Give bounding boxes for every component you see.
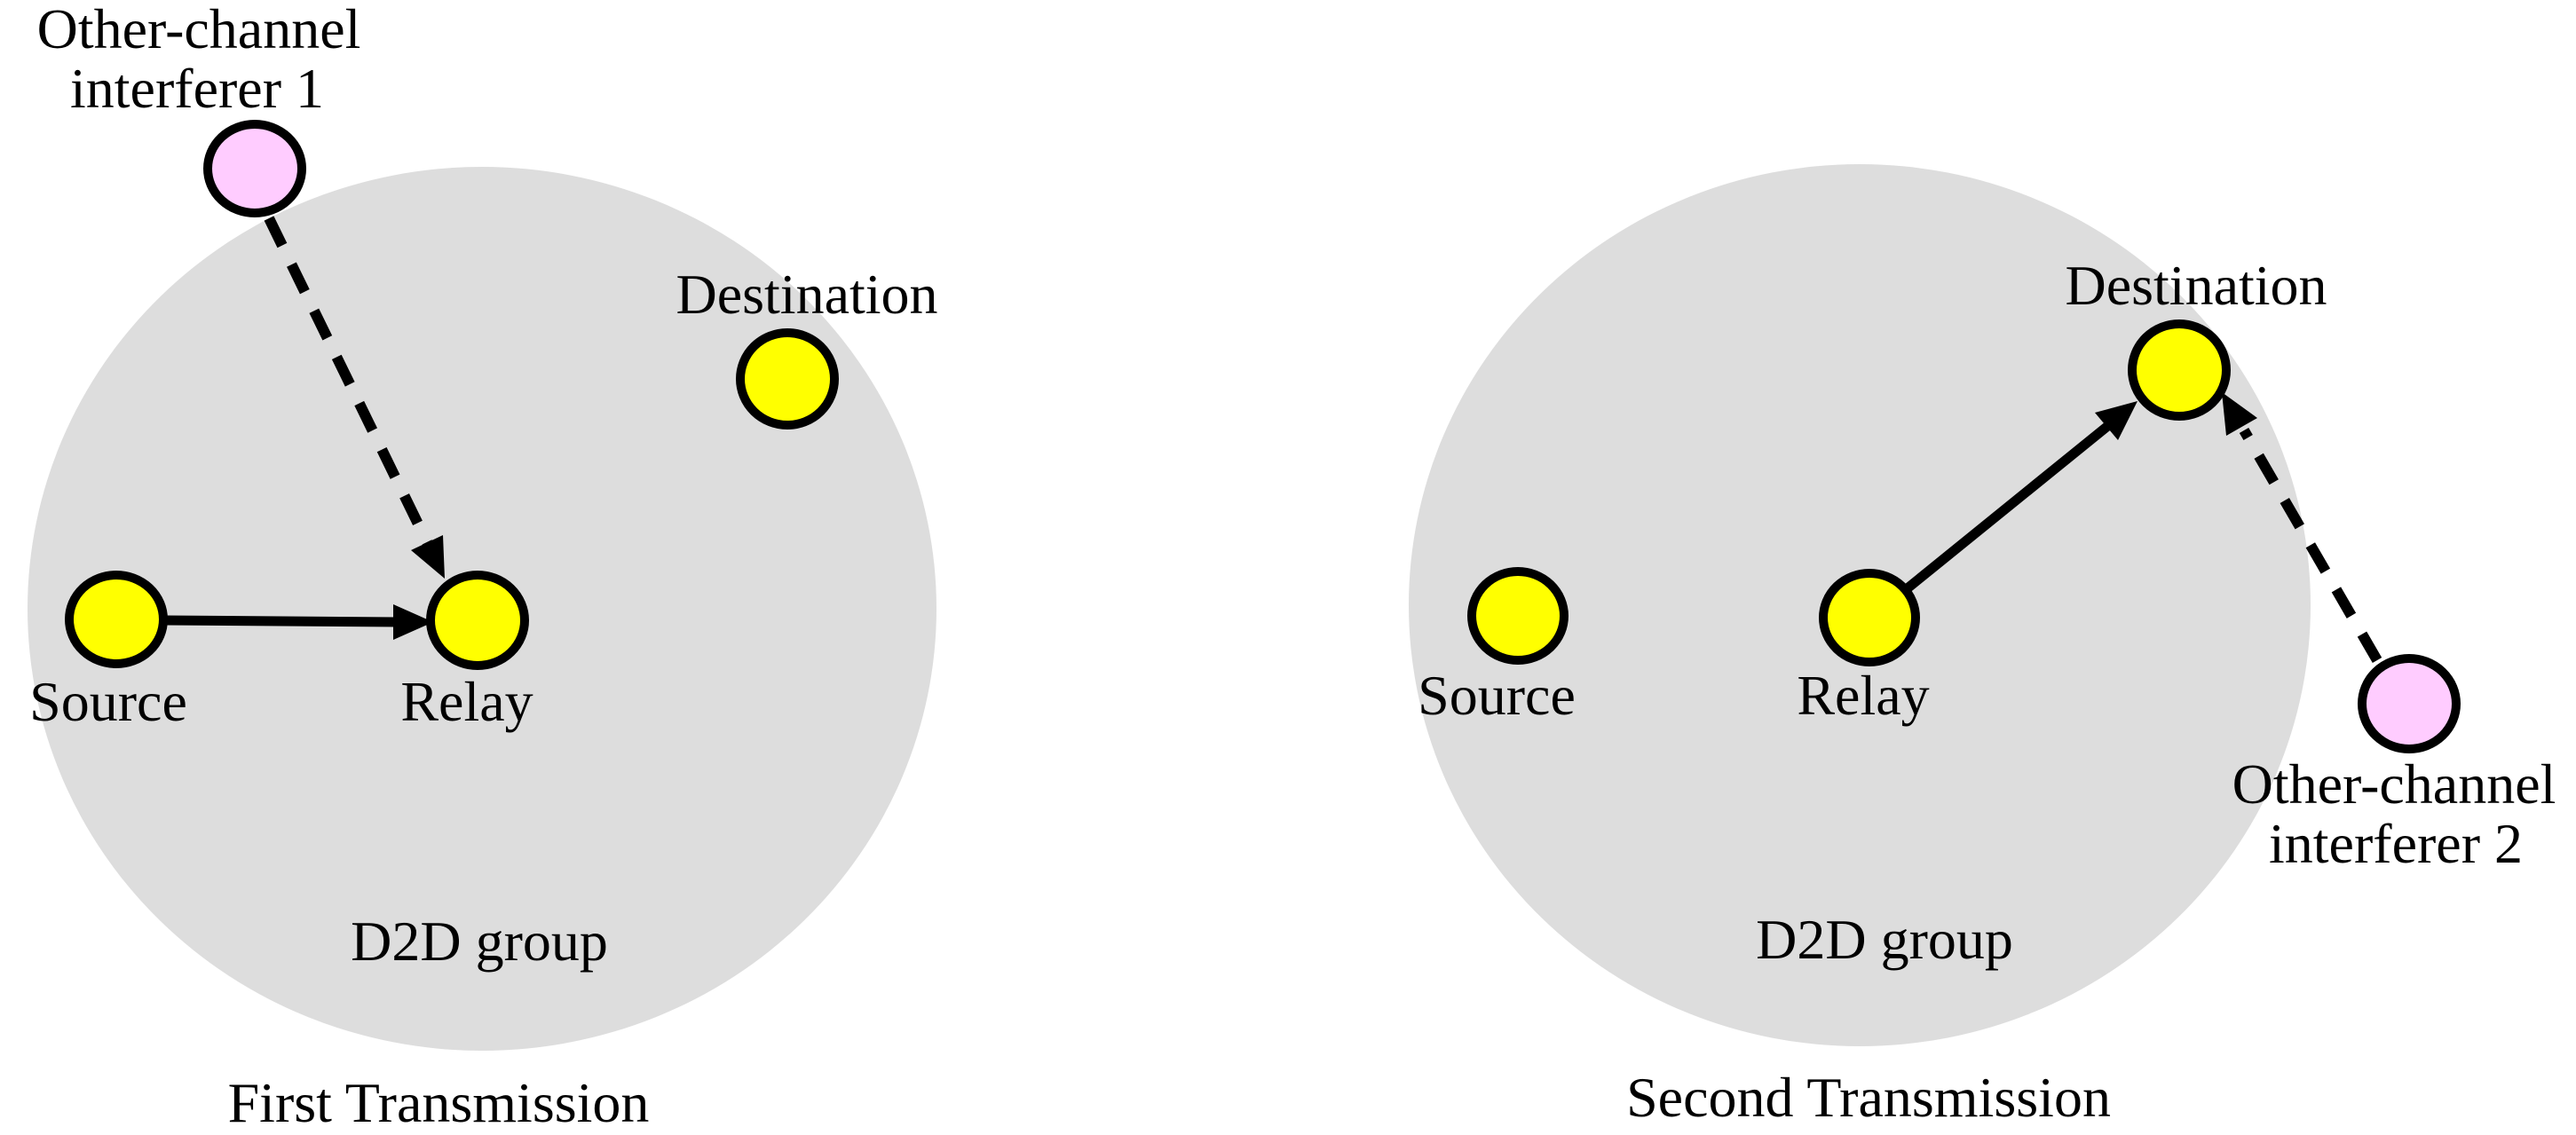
relay-node — [426, 571, 529, 670]
destination-node — [2128, 319, 2231, 421]
relay-to-destination-arrowhead — [2095, 401, 2137, 440]
source-label: Source — [29, 670, 187, 733]
interferer-label-line1: Other-channel — [2232, 753, 2556, 816]
interference-arrowhead — [411, 535, 445, 579]
destination-node — [736, 328, 839, 430]
first-transmission-panel: D2D group Source Relay Destination Other… — [28, 0, 938, 1134]
relay-node — [1819, 569, 1920, 666]
interferer-label-line1: Other-channel — [37, 0, 361, 60]
first-transmission-caption: First Transmission — [228, 1071, 650, 1134]
interferer-node — [2358, 654, 2461, 753]
source-node — [65, 571, 168, 668]
interferer-node — [203, 120, 306, 217]
source-node — [1467, 567, 1569, 665]
source-to-relay-arrowhead — [393, 604, 433, 640]
interference-arrow — [2239, 427, 2382, 664]
interferer-label-line2: interferer 1 — [70, 57, 324, 120]
interference-arrow — [264, 216, 435, 550]
destination-label: Destination — [676, 263, 937, 326]
interference-arrowhead — [2222, 392, 2257, 436]
source-to-relay-arrow — [164, 615, 400, 627]
relay-to-destination-arrow — [1905, 420, 2114, 592]
second-transmission-caption: Second Transmission — [1626, 1066, 2111, 1129]
interferer-label-line2: interferer 2 — [2269, 812, 2523, 875]
relay-label: Relay — [400, 670, 533, 733]
relay-label: Relay — [1797, 664, 1929, 727]
d2d-group-label: D2D group — [351, 910, 608, 973]
second-transmission-panel: D2D group Source Relay Destination Other… — [1409, 164, 2556, 1129]
source-label: Source — [1418, 664, 1576, 727]
d2d-group-label: D2D group — [1756, 908, 2013, 971]
destination-label: Destination — [2065, 254, 2327, 317]
